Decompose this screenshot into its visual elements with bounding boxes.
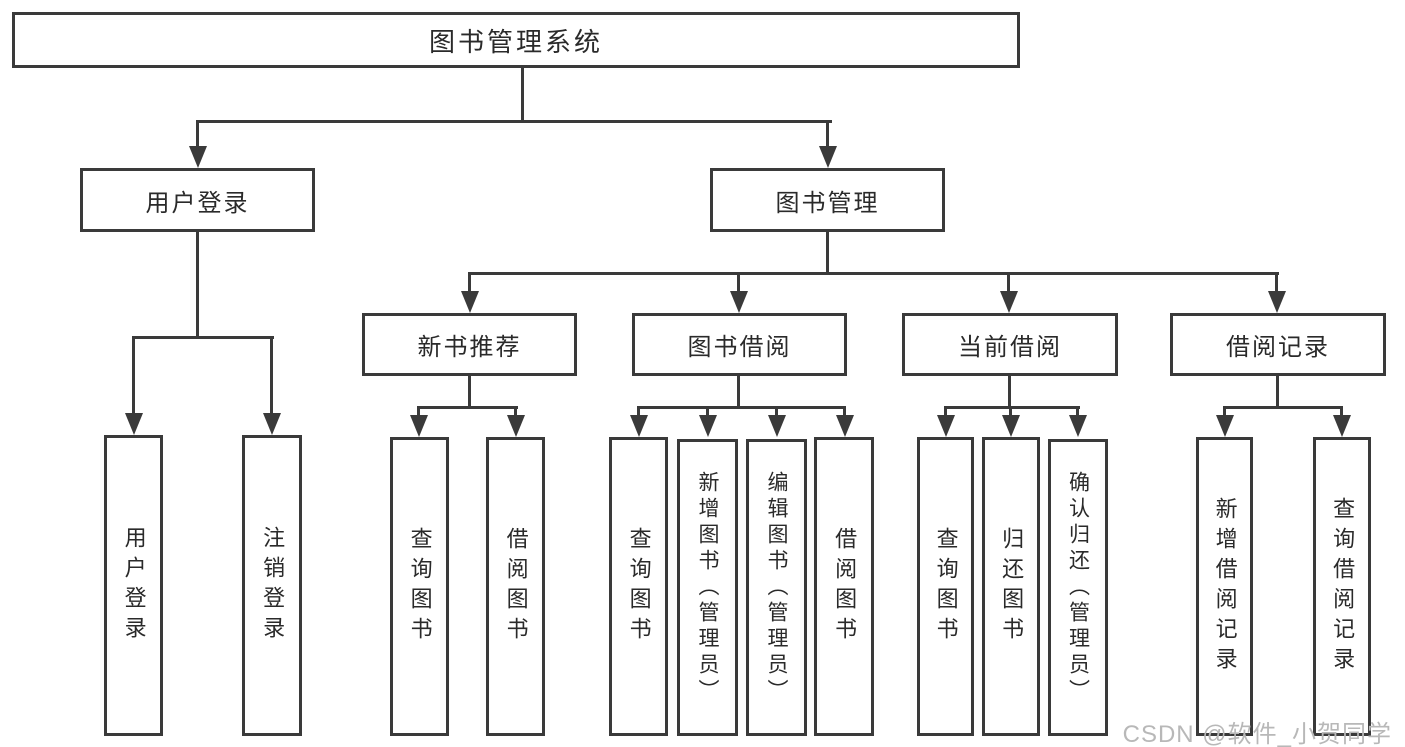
arrow-down-icon — [189, 146, 207, 168]
arrow-down-icon — [768, 415, 786, 437]
arrow-down-icon — [1333, 415, 1351, 437]
connector-borrow-records-drop — [1275, 272, 1278, 293]
node-user-login: 用户登录 — [80, 168, 315, 232]
leaf-query-books-2: 查询图书 — [609, 437, 668, 736]
connector-leaf-drop — [514, 406, 517, 417]
connector-level2-hline — [196, 120, 832, 123]
node-new-book-recommend: 新书推荐 — [362, 313, 577, 376]
node-user-login-label: 用户登录 — [145, 189, 250, 217]
connector-current-borrow-drop — [1007, 272, 1010, 293]
arrow-down-icon — [699, 415, 717, 437]
connector-leaf-drop — [706, 406, 709, 417]
node-new-book-recommend-label: 新书推荐 — [417, 334, 522, 361]
arrow-down-icon — [1002, 415, 1020, 437]
arrow-down-icon — [263, 413, 281, 435]
leaf-return-books-label: 归还图书 — [999, 526, 1025, 647]
leaf-borrow-books-2: 借阅图书 — [814, 437, 874, 736]
node-book-management: 图书管理 — [710, 168, 945, 232]
connector-leaf-drop — [843, 406, 846, 417]
leaf-confirm-return-admin: 确认归还（管理员） — [1048, 439, 1108, 736]
connector-book-borrow-stem — [737, 376, 740, 408]
connector-user-login-drop — [196, 120, 199, 148]
arrow-down-icon — [461, 291, 479, 313]
node-root-label: 图书管理系统 — [428, 26, 603, 57]
leaf-borrow-books-1-label: 借阅图书 — [503, 526, 529, 647]
connector-logout-leaf-drop — [270, 336, 273, 415]
connector-current-borrow-stem — [1008, 376, 1011, 408]
connector-book-mgmt-stem — [826, 232, 829, 274]
arrow-down-icon — [125, 413, 143, 435]
leaf-edit-books-admin: 编辑图书（管理员） — [746, 439, 807, 736]
arrow-down-icon — [1268, 291, 1286, 313]
connector-level3-hline — [469, 272, 1279, 275]
connector-leaf-drop — [775, 406, 778, 417]
leaf-add-books-admin-label: 新增图书（管理员） — [696, 470, 720, 705]
arrow-down-icon — [410, 415, 428, 437]
connector-borrow-records-stem — [1276, 376, 1279, 408]
node-current-borrow-label: 当前借阅 — [958, 334, 1062, 361]
connector-leaf-drop — [1009, 406, 1012, 417]
node-borrow-records: 借阅记录 — [1170, 313, 1386, 376]
connector-leaf-drop — [637, 406, 640, 417]
connector-leaf-drop — [1076, 406, 1079, 417]
leaf-user-login: 用户登录 — [104, 435, 163, 736]
arrow-down-icon — [730, 291, 748, 313]
connector-new-books-stem — [468, 376, 471, 408]
connector-user-login-stem — [196, 232, 199, 338]
arrow-down-icon — [937, 415, 955, 437]
leaf-query-books-3-label: 查询图书 — [933, 526, 959, 647]
leaf-return-books: 归还图书 — [982, 437, 1040, 736]
connector-new-books-hline — [418, 406, 518, 409]
node-root-system: 图书管理系统 — [12, 12, 1020, 68]
csdn-watermark: CSDN @软件_小贺同学 — [1122, 721, 1392, 747]
arrow-down-icon — [1000, 291, 1018, 313]
connector-borrow-records-hline — [1223, 406, 1343, 409]
leaf-query-books-2-label: 查询图书 — [626, 526, 652, 647]
node-book-management-label: 图书管理 — [775, 189, 880, 217]
connector-book-mgmt-drop — [826, 120, 829, 148]
connector-login-leaf-drop — [132, 336, 135, 415]
arrow-down-icon — [507, 415, 525, 437]
node-book-borrow-label: 图书借阅 — [687, 334, 792, 361]
leaf-query-borrow-record-label: 查询借阅记录 — [1330, 496, 1356, 677]
leaf-edit-books-admin-label: 编辑图书（管理员） — [765, 470, 789, 705]
leaf-confirm-return-admin-label: 确认归还（管理员） — [1066, 470, 1090, 705]
leaf-logout-label: 注销登录 — [260, 525, 286, 646]
leaf-add-borrow-record: 新增借阅记录 — [1196, 437, 1253, 736]
leaf-query-books-1: 查询图书 — [390, 437, 449, 736]
connector-user-login-hline — [132, 336, 274, 339]
leaf-query-books-3: 查询图书 — [917, 437, 974, 736]
node-book-borrow: 图书借阅 — [632, 313, 847, 376]
connector-leaf-drop — [1340, 406, 1343, 417]
node-borrow-records-label: 借阅记录 — [1226, 334, 1330, 361]
connector-leaf-drop — [417, 406, 420, 417]
connector-current-borrow-hline — [944, 406, 1080, 409]
leaf-add-books-admin: 新增图书（管理员） — [677, 439, 738, 736]
leaf-borrow-books-1: 借阅图书 — [486, 437, 545, 736]
connector-book-borrow-hline — [637, 406, 846, 409]
leaf-query-borrow-record: 查询借阅记录 — [1313, 437, 1371, 736]
connector-leaf-drop — [944, 406, 947, 417]
arrow-down-icon — [819, 146, 837, 168]
leaf-query-books-1-label: 查询图书 — [407, 526, 433, 647]
arrow-down-icon — [1216, 415, 1234, 437]
connector-book-borrow-drop — [737, 272, 740, 293]
leaf-logout: 注销登录 — [242, 435, 302, 736]
node-current-borrow: 当前借阅 — [902, 313, 1118, 376]
connector-leaf-drop — [1223, 406, 1226, 417]
connector-new-books-drop — [468, 272, 471, 293]
arrow-down-icon — [630, 415, 648, 437]
leaf-user-login-label: 用户登录 — [121, 525, 147, 646]
arrow-down-icon — [1069, 415, 1087, 437]
connector-root-stem — [521, 68, 524, 122]
leaf-borrow-books-2-label: 借阅图书 — [832, 526, 858, 647]
leaf-add-borrow-record-label: 新增借阅记录 — [1212, 496, 1238, 677]
arrow-down-icon — [836, 415, 854, 437]
